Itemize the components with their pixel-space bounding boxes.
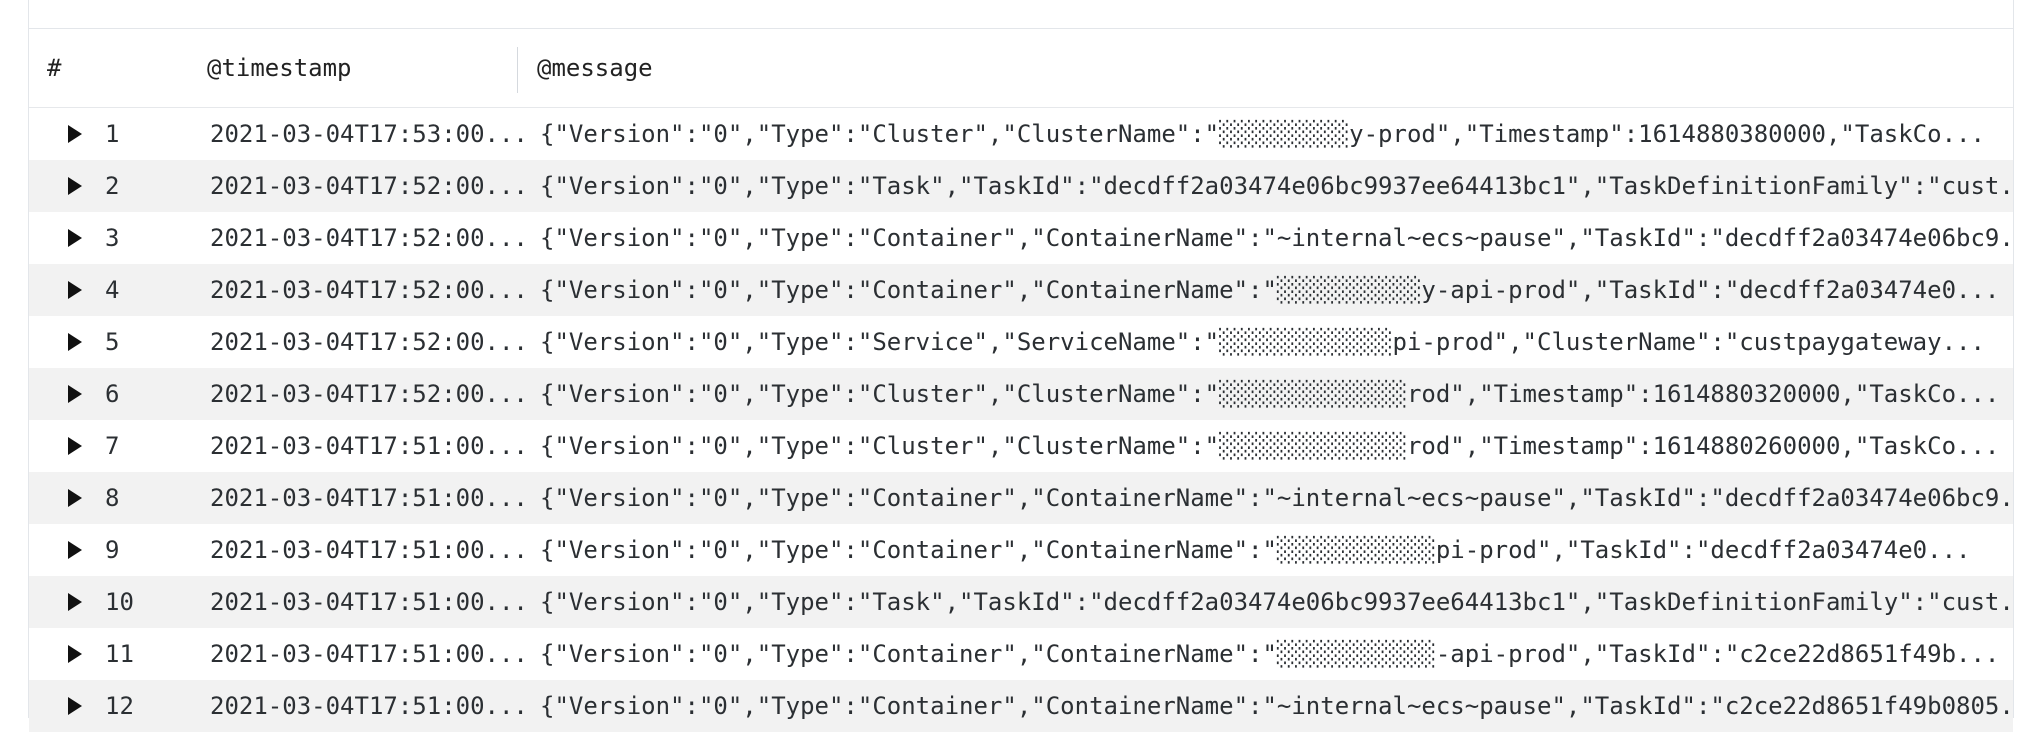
expand-row-button[interactable]	[63, 472, 87, 524]
axis-tick-stub	[329, 0, 385, 4]
row-timestamp: 2021-03-04T17:51:00...	[210, 484, 528, 512]
axis-tick-stub	[1229, 0, 1285, 4]
triangle-right-icon	[68, 333, 82, 351]
row-timestamp: 2021-03-04T17:52:00...	[210, 328, 528, 356]
table-row[interactable]: 7 2021-03-04T17:51:00... {"Version":"0",…	[29, 420, 2013, 472]
table-row[interactable]: 10 2021-03-04T17:51:00... {"Version":"0"…	[29, 576, 2043, 628]
left-gutter	[0, 0, 28, 718]
row-timestamp: 2021-03-04T17:51:00...	[210, 432, 528, 460]
table-row[interactable]: 3 2021-03-04T17:52:00... {"Version":"0",…	[29, 212, 2043, 264]
row-message: {"Version":"0","Type":"Container","Conta…	[540, 276, 2000, 304]
row-message: {"Version":"0","Type":"Cluster","Cluster…	[540, 380, 2000, 408]
table-row[interactable]: 6 2021-03-04T17:52:00... {"Version":"0",…	[29, 368, 2013, 420]
triangle-right-icon	[68, 229, 82, 247]
row-number: 6	[105, 380, 120, 408]
triangle-right-icon	[68, 177, 82, 195]
row-timestamp: 2021-03-04T17:51:00...	[210, 692, 528, 720]
triangle-right-icon	[68, 125, 82, 143]
row-number: 7	[105, 432, 120, 460]
expand-row-button[interactable]	[63, 108, 87, 160]
row-timestamp: 2021-03-04T17:52:00...	[210, 380, 528, 408]
column-header-message[interactable]: @message	[537, 54, 653, 82]
triangle-right-icon	[68, 489, 82, 507]
table-row[interactable]: 11 2021-03-04T17:51:00... {"Version":"0"…	[29, 628, 2013, 680]
row-number: 11	[105, 640, 134, 668]
row-number: 5	[105, 328, 120, 356]
expand-row-button[interactable]	[63, 368, 87, 420]
table-row[interactable]: 1 2021-03-04T17:53:00... {"Version":"0",…	[29, 108, 2013, 160]
row-number: 2	[105, 172, 120, 200]
results-table-panel: # @timestamp @message 1 2021-03-04T17:53…	[28, 0, 2043, 732]
triangle-right-icon	[68, 541, 82, 559]
table-header: # @timestamp @message	[29, 29, 2013, 108]
expand-row-button[interactable]	[63, 212, 87, 264]
row-timestamp: 2021-03-04T17:51:00...	[210, 640, 528, 668]
row-message: {"Version":"0","Type":"Cluster","Cluster…	[540, 120, 1985, 148]
column-header-index[interactable]: #	[47, 54, 62, 82]
row-message: {"Version":"0","Type":"Container","Conta…	[540, 692, 2043, 720]
expand-row-button[interactable]	[63, 524, 87, 576]
row-timestamp: 2021-03-04T17:51:00...	[210, 536, 528, 564]
row-message: {"Version":"0","Type":"Cluster","Cluster…	[540, 432, 2000, 460]
right-gutter	[2014, 0, 2044, 718]
row-message: {"Version":"0","Type":"Container","Conta…	[540, 224, 2043, 252]
triangle-right-icon	[68, 385, 82, 403]
axis-tick-stub	[629, 0, 685, 4]
row-message: {"Version":"0","Type":"Task","TaskId":"d…	[540, 172, 2043, 200]
axis-tick-stub	[1829, 0, 1885, 4]
triangle-right-icon	[68, 593, 82, 611]
row-timestamp: 2021-03-04T17:52:00...	[210, 276, 528, 304]
triangle-right-icon	[68, 437, 82, 455]
axis-tick-stub	[929, 0, 985, 4]
row-number: 4	[105, 276, 120, 304]
table-row[interactable]: 2 2021-03-04T17:52:00... {"Version":"0",…	[29, 160, 2043, 212]
row-number: 9	[105, 536, 120, 564]
expand-row-button[interactable]	[63, 264, 87, 316]
row-number: 10	[105, 588, 134, 616]
column-header-timestamp[interactable]: @timestamp	[207, 54, 352, 82]
expand-row-button[interactable]	[63, 680, 87, 732]
table-row[interactable]: 8 2021-03-04T17:51:00... {"Version":"0",…	[29, 472, 2043, 524]
expand-row-button[interactable]	[63, 576, 87, 628]
row-message: {"Version":"0","Type":"Container","Conta…	[540, 640, 2000, 668]
triangle-right-icon	[68, 281, 82, 299]
table-row[interactable]: 9 2021-03-04T17:51:00... {"Version":"0",…	[29, 524, 2013, 576]
row-timestamp: 2021-03-04T17:51:00...	[210, 588, 528, 616]
triangle-right-icon	[68, 645, 82, 663]
triangle-right-icon	[68, 697, 82, 715]
chart-bottom-strip	[29, 0, 2013, 29]
row-message: {"Version":"0","Type":"Container","Conta…	[540, 536, 1971, 564]
table-row[interactable]: 12 2021-03-04T17:51:00... {"Version":"0"…	[29, 680, 2043, 732]
row-number: 12	[105, 692, 134, 720]
row-message: {"Version":"0","Type":"Container","Conta…	[540, 484, 2043, 512]
row-number: 1	[105, 120, 120, 148]
table-row[interactable]: 4 2021-03-04T17:52:00... {"Version":"0",…	[29, 264, 2013, 316]
axis-tick-stub	[1529, 0, 1585, 4]
expand-row-button[interactable]	[63, 160, 87, 212]
row-message: {"Version":"0","Type":"Task","TaskId":"d…	[540, 588, 2043, 616]
expand-row-button[interactable]	[63, 316, 87, 368]
row-timestamp: 2021-03-04T17:52:00...	[210, 224, 528, 252]
row-timestamp: 2021-03-04T17:53:00...	[210, 120, 528, 148]
row-number: 3	[105, 224, 120, 252]
row-number: 8	[105, 484, 120, 512]
table-body: 1 2021-03-04T17:53:00... {"Version":"0",…	[29, 108, 2043, 732]
expand-row-button[interactable]	[63, 628, 87, 680]
expand-row-button[interactable]	[63, 420, 87, 472]
row-timestamp: 2021-03-04T17:52:00...	[210, 172, 528, 200]
row-message: {"Version":"0","Type":"Service","Service…	[540, 328, 1985, 356]
column-resize-handle[interactable]	[517, 47, 518, 93]
table-row[interactable]: 5 2021-03-04T17:52:00... {"Version":"0",…	[29, 316, 2013, 368]
